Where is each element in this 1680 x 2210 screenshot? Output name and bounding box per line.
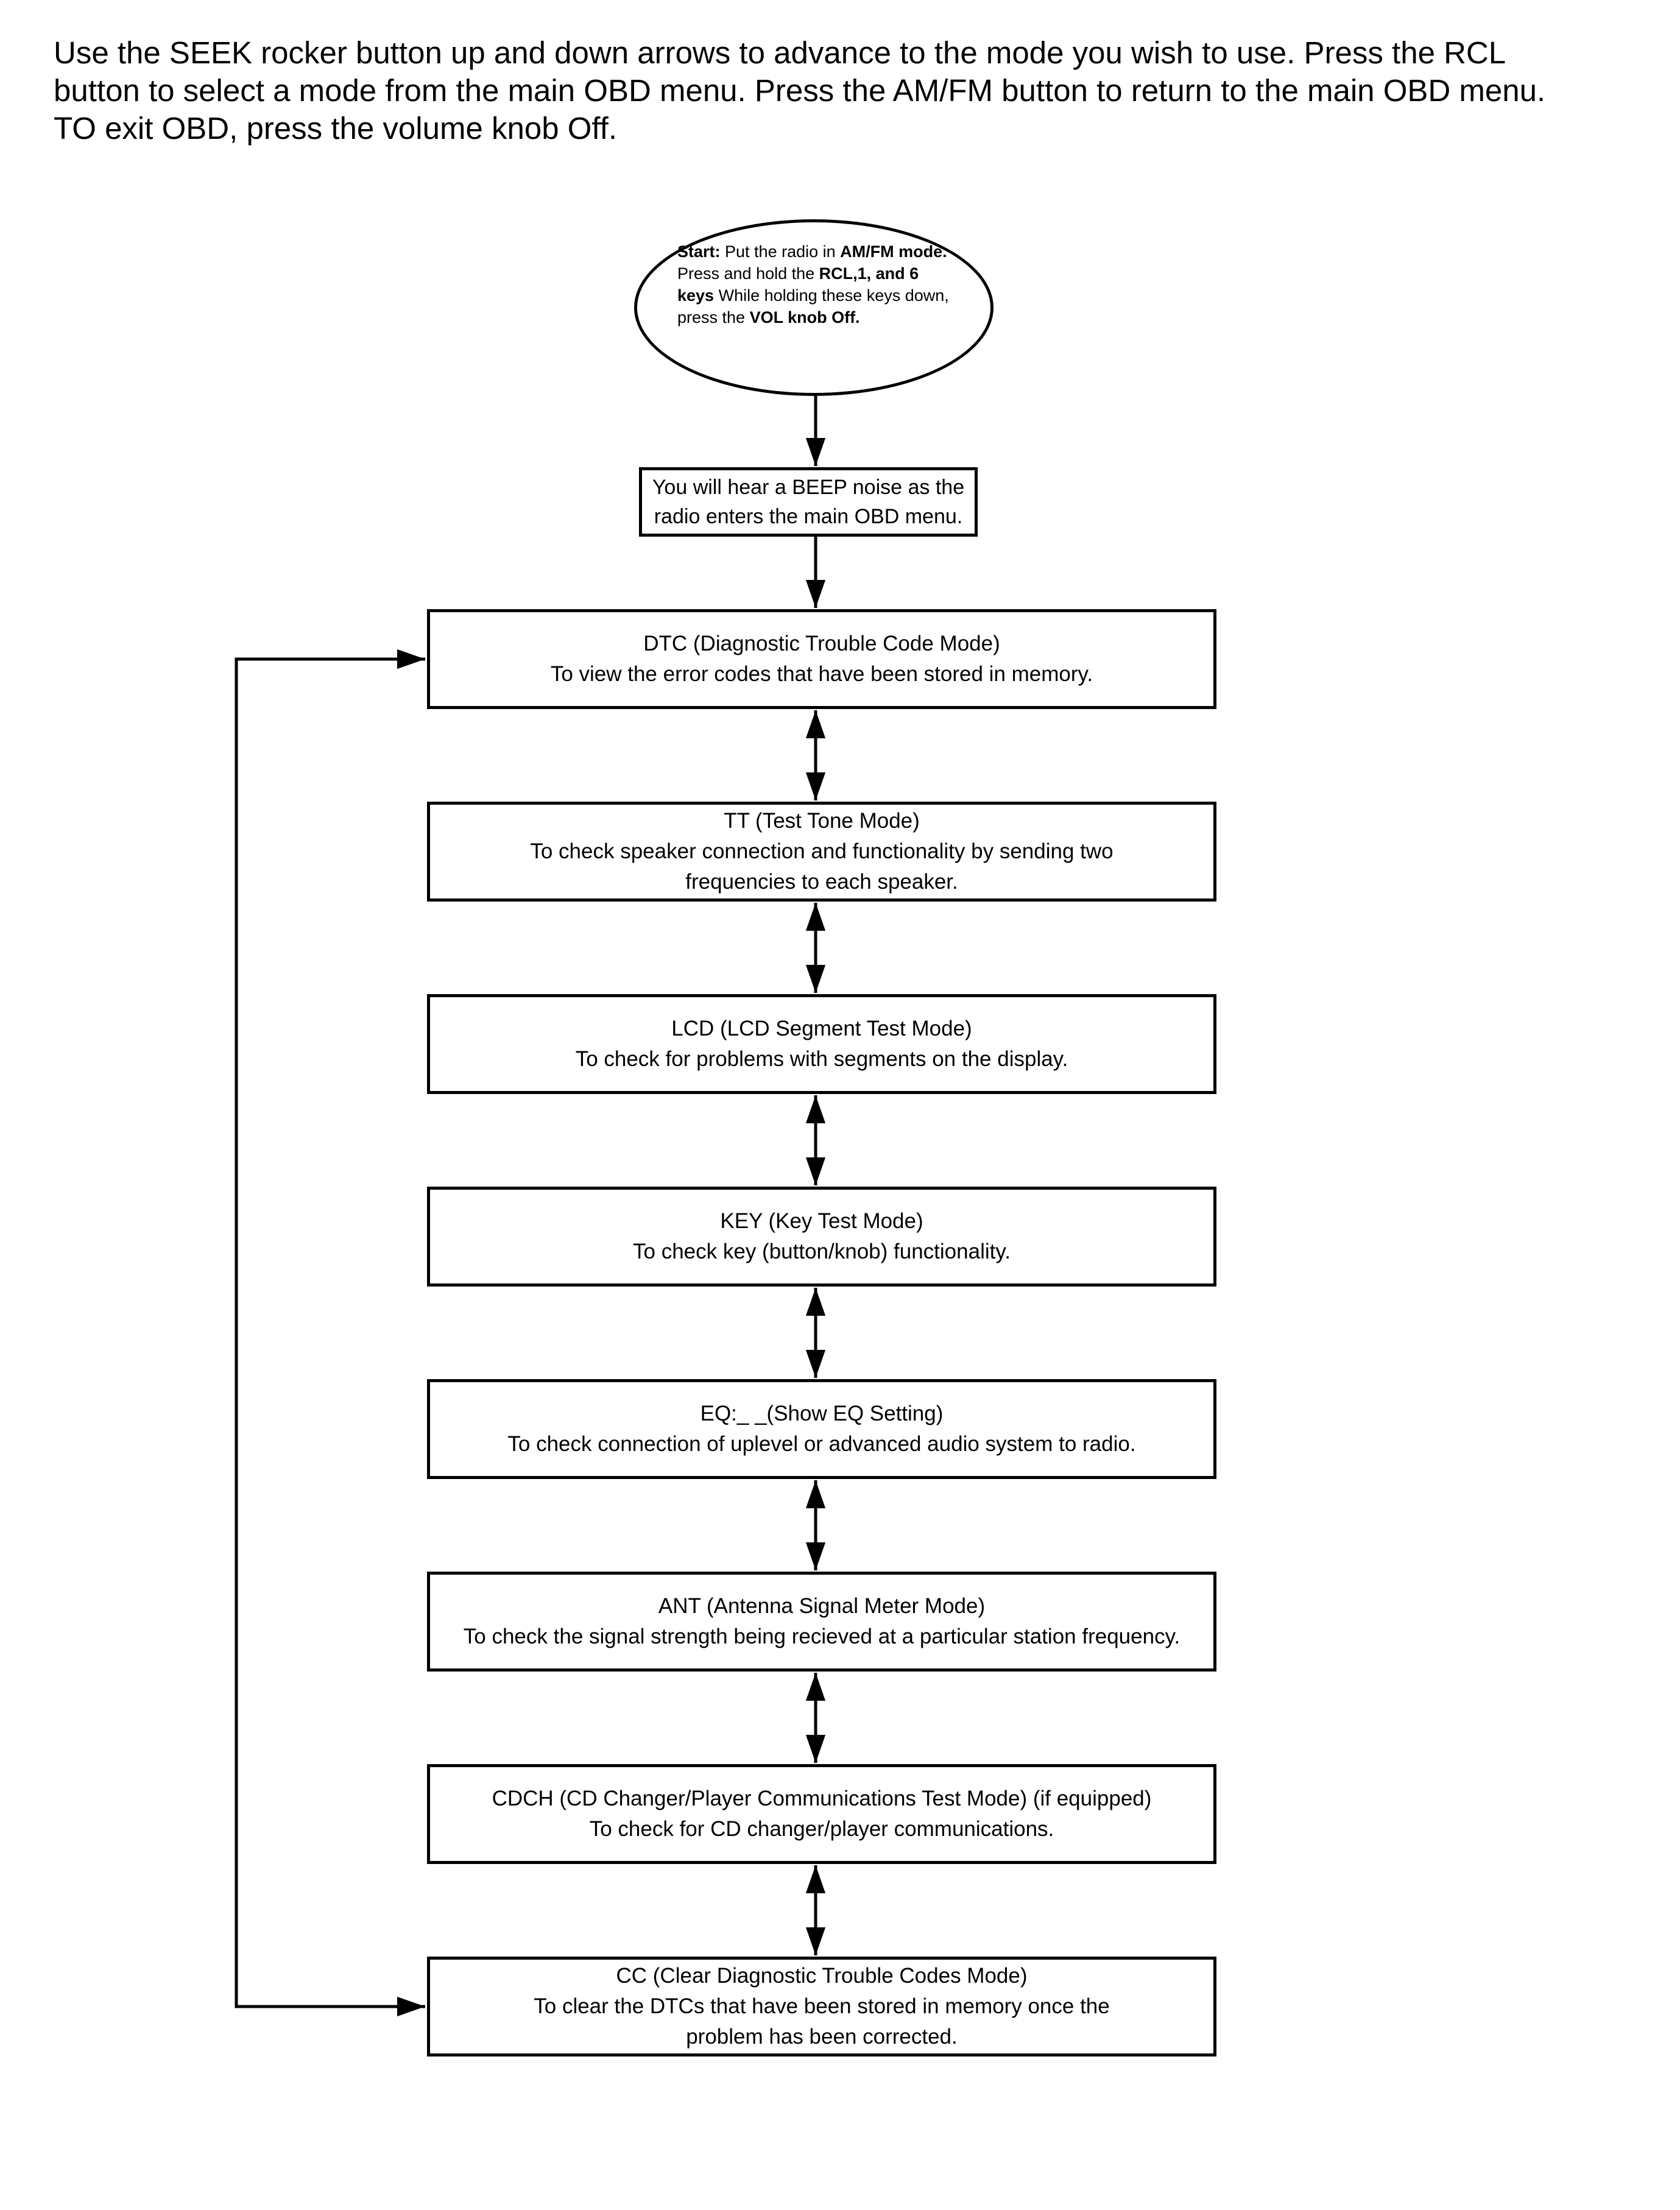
mode-title: CC (Clear Diagnostic Trouble Codes Mode) [616, 1964, 1028, 1988]
mode-description: frequencies to each speaker. [685, 870, 958, 894]
start-node-bold-text: Start: [677, 242, 721, 261]
start-node: Start: Put the radio in AM/FM mode. Pres… [634, 219, 994, 396]
mode-box-cc: CC (Clear Diagnostic Trouble Codes Mode)… [427, 1957, 1216, 2056]
mode-title: DTC (Diagnostic Trouble Code Mode) [643, 632, 1000, 655]
start-node-text-segment: While holding these keys down, press the [677, 286, 949, 327]
mode-box-key: KEY (Key Test Mode) To check key (button/… [427, 1187, 1216, 1287]
mode-description: To check speaker connection and function… [530, 839, 1114, 863]
beep-node-line: radio enters the main OBD menu. [654, 505, 963, 528]
mode-title: CDCH (CD Changer/Player Communications T… [492, 1787, 1152, 1810]
instructions-text: Use the SEEK rocker button up and down a… [54, 35, 1546, 146]
start-node-bold-text: AM/FM mode. [840, 242, 947, 261]
mode-title: TT (Test Tone Mode) [724, 809, 920, 833]
mode-description: To check for CD changer/player communica… [589, 1817, 1054, 1841]
mode-description: To view the error codes that have been s… [550, 662, 1093, 686]
loop-connector [235, 649, 425, 2017]
mode-box-tt: TT (Test Tone Mode) To check speaker conn… [427, 802, 1216, 902]
mode-title: LCD (LCD Segment Test Mode) [671, 1017, 972, 1040]
mode-box-dtc: DTC (Diagnostic Trouble Code Mode) To vie… [427, 609, 1216, 709]
start-node-text: Start: Put the radio in AM/FM mode. Pres… [677, 241, 957, 328]
mode-description: To check key (button/knob) functionality… [633, 1240, 1011, 1263]
start-node-bold-text: VOL knob Off. [749, 308, 860, 327]
mode-title: ANT (Antenna Signal Meter Mode) [658, 1594, 986, 1618]
mode-description: To check connection of uplevel or advanc… [507, 1432, 1136, 1456]
mode-description: To clear the DTCs that have been stored … [534, 1994, 1110, 2018]
mode-box-cdch: CDCH (CD Changer/Player Communications T… [427, 1764, 1216, 1864]
start-node-bold-text: RCL,1, and 6 keys [677, 264, 919, 305]
start-node-text-segment: Press and hold the [677, 264, 819, 283]
mode-description: To check the signal strength being recie… [463, 1625, 1181, 1648]
mode-description: problem has been corrected. [686, 2025, 958, 2049]
mode-box-lcd: LCD (LCD Segment Test Mode) To check for … [427, 994, 1216, 1094]
mode-box-ant: ANT (Antenna Signal Meter Mode) To check … [427, 1572, 1216, 1672]
beep-node: You will hear a BEEP noise as the radio … [639, 467, 978, 537]
beep-node-line: You will hear a BEEP noise as the [652, 476, 965, 499]
start-node-text-segment: Put the radio in [720, 242, 841, 261]
mode-box-eq: EQ:_ _(Show EQ Setting) To check connecti… [427, 1379, 1216, 1479]
mode-description: To check for problems with segments on t… [575, 1047, 1068, 1071]
mode-title: KEY (Key Test Mode) [720, 1209, 923, 1233]
mode-title: EQ:_ _(Show EQ Setting) [700, 1402, 944, 1425]
